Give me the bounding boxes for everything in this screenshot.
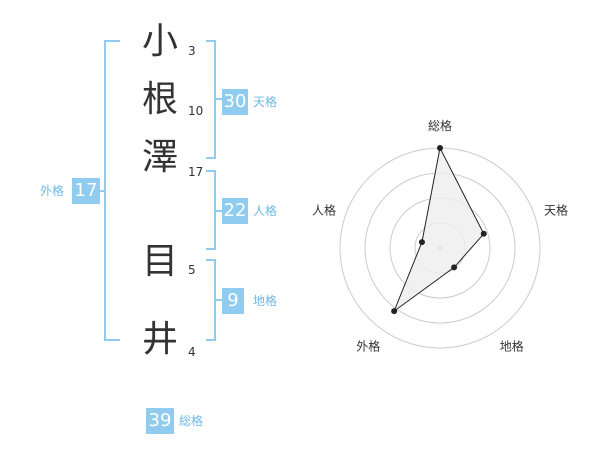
gaikaku-value-badge: 17 bbox=[72, 178, 100, 204]
name-char-2: 根 bbox=[141, 79, 178, 120]
stroke-count-5: 4 bbox=[188, 345, 196, 359]
jinkaku-bracket-tick bbox=[216, 210, 222, 212]
gaikaku-label: 外格 bbox=[40, 184, 65, 198]
radar-axis-label-5: 人格 bbox=[312, 202, 336, 217]
stroke-count-4: 5 bbox=[188, 263, 196, 277]
name-char-4: 目 bbox=[141, 241, 178, 282]
stroke-count-3: 17 bbox=[188, 165, 204, 179]
radar-axis-label-4: 外格 bbox=[356, 339, 380, 354]
radar-axis-label-1: 総格 bbox=[428, 118, 452, 133]
radar-data-polygon bbox=[393, 146, 485, 313]
radar-point-2 bbox=[480, 230, 487, 237]
jinkaku-value-badge: 22 bbox=[222, 198, 248, 224]
name-char-5: 井 bbox=[141, 319, 178, 360]
radar-axis-label-3: 地格 bbox=[500, 339, 524, 354]
radar-point-3 bbox=[451, 264, 458, 271]
chikaku-value-badge: 9 bbox=[222, 288, 244, 314]
radar-axis-label-2: 天格 bbox=[544, 202, 568, 217]
tenkaku-bracket bbox=[206, 40, 216, 159]
gaikaku-bracket bbox=[104, 40, 120, 341]
chikaku-bracket-tick bbox=[216, 299, 222, 301]
radar-point-5 bbox=[418, 239, 425, 246]
tenkaku-bracket-tick bbox=[216, 98, 222, 100]
chikaku-bracket bbox=[206, 259, 216, 341]
jinkaku-bracket bbox=[206, 170, 216, 250]
radar-point-4 bbox=[391, 308, 398, 315]
radar-point-1 bbox=[437, 145, 443, 151]
tenkaku-value-badge: 30 bbox=[222, 89, 248, 115]
soukaku-label: 総格 bbox=[179, 414, 204, 428]
stroke-count-2: 10 bbox=[188, 104, 204, 118]
jinkaku-label: 人格 bbox=[253, 204, 278, 218]
soukaku-value-badge: 39 bbox=[146, 408, 174, 434]
tenkaku-label: 天格 bbox=[253, 95, 278, 109]
stroke-count-1: 3 bbox=[188, 44, 196, 58]
chikaku-label: 地格 bbox=[253, 294, 278, 308]
name-char-1: 小 bbox=[141, 21, 178, 62]
gaikaku-bracket-tick bbox=[98, 190, 104, 192]
name-char-3: 澤 bbox=[141, 137, 178, 178]
